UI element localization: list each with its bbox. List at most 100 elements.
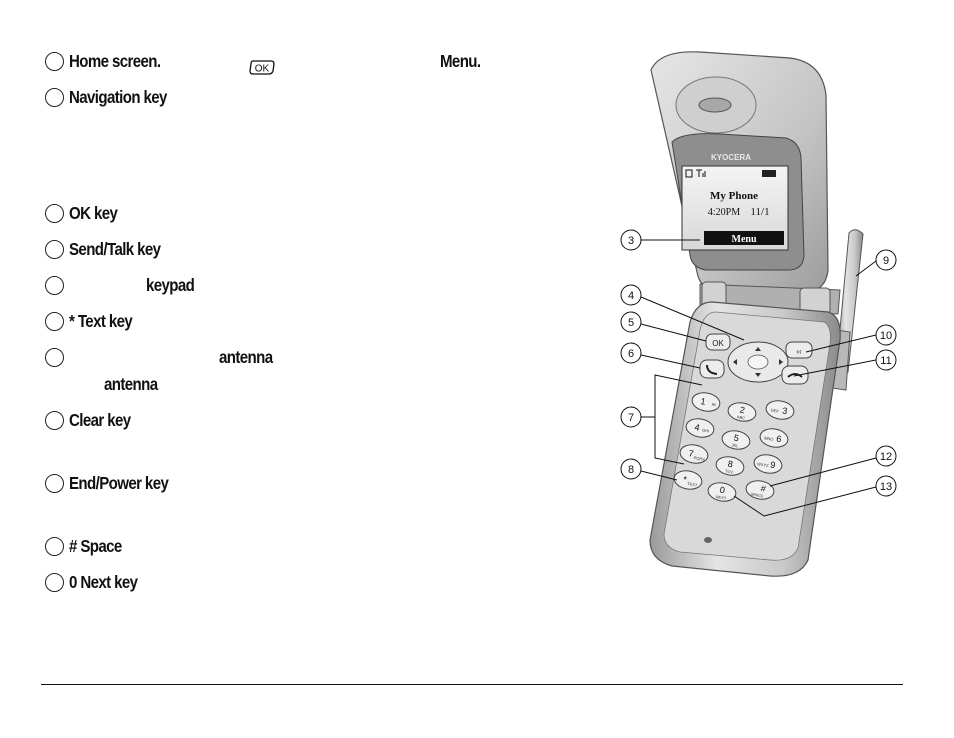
callout-3: 3 — [620, 229, 642, 251]
item-keypad — [45, 274, 69, 296]
callout-11: 11 — [875, 349, 897, 371]
antenna-label-line2: antenna — [104, 374, 158, 394]
svg-text:MNO: MNO — [764, 435, 774, 442]
svg-text:3: 3 — [628, 235, 634, 247]
callouts: 3 4 5 6 7 8 9 10 11 12 13 — [620, 229, 897, 497]
antenna-label: antenna — [219, 347, 273, 367]
callout-leaders — [640, 239, 877, 517]
svg-text:7: 7 — [688, 448, 695, 459]
item-label: Clear key — [69, 409, 131, 430]
ok-key-icon: OK — [249, 60, 275, 75]
callout-8: 8 — [620, 458, 642, 480]
item-home-screen: Home screen. — [45, 50, 175, 72]
svg-text:10: 10 — [880, 330, 892, 342]
battery-icon — [762, 170, 776, 177]
callout-5: 5 — [620, 311, 642, 333]
svg-text:TEXT: TEXT — [687, 481, 698, 488]
bullet-circle — [45, 203, 64, 223]
svg-text:PQRS: PQRS — [693, 455, 705, 462]
svg-text:8: 8 — [628, 464, 634, 476]
item-label: Home screen. — [69, 50, 161, 71]
svg-text:*: * — [682, 474, 688, 485]
svg-text:‹‹: ‹‹ — [796, 347, 802, 356]
item-label: OK key — [69, 202, 118, 223]
svg-text:WXYZ: WXYZ — [757, 461, 770, 468]
bullet-circle — [45, 473, 64, 493]
bullet-circle — [45, 239, 64, 259]
callout-7: 7 — [620, 406, 642, 428]
status-icon — [685, 169, 693, 178]
screen-title: My Phone — [710, 190, 758, 202]
svg-text:0: 0 — [719, 485, 726, 496]
item-label: * Text key — [69, 310, 133, 331]
svg-text:5: 5 — [628, 317, 634, 329]
item-label: Navigation key — [69, 86, 167, 107]
svg-text:JKL: JKL — [731, 442, 739, 448]
item-navigation-key: Navigation key — [45, 86, 183, 108]
svg-text:12: 12 — [880, 451, 892, 463]
ok-key — [705, 333, 731, 351]
callout-12: 12 — [875, 445, 897, 467]
bullet-circle — [45, 51, 64, 71]
screen-time: 4:20PM — [708, 207, 740, 218]
item-ok-key: OK key — [45, 202, 125, 224]
svg-text:ABC: ABC — [737, 414, 746, 420]
callout-9: 9 — [875, 249, 897, 271]
item-text-key: * Text key — [45, 310, 142, 332]
callout-13: 13 — [875, 475, 897, 497]
svg-text:6: 6 — [628, 348, 634, 360]
signal-icon — [696, 169, 706, 177]
svg-text:8: 8 — [727, 459, 734, 470]
softkey-menu: Menu — [732, 234, 757, 245]
item-antenna — [45, 346, 69, 368]
item-end-power-key: End/Power key — [45, 472, 184, 494]
svg-text:7: 7 — [628, 412, 634, 424]
item-label: End/Power key — [69, 472, 169, 493]
clear-key — [785, 341, 813, 359]
svg-text:9: 9 — [770, 460, 777, 471]
svg-text:3: 3 — [782, 406, 789, 417]
svg-text:5: 5 — [733, 433, 740, 444]
svg-text:NEXT: NEXT — [715, 494, 727, 501]
svg-text:4: 4 — [628, 290, 634, 302]
svg-text:TUV: TUV — [725, 468, 734, 474]
microphone — [704, 537, 712, 543]
svg-text:9: 9 — [883, 255, 889, 267]
svg-text:11: 11 — [880, 355, 891, 367]
svg-text:#: # — [760, 483, 767, 494]
bullet-circle — [45, 572, 64, 592]
item-label: 0 Next key — [69, 571, 138, 592]
bullet-circle — [45, 410, 64, 430]
item-clear-key: Clear key — [45, 409, 141, 431]
footer-rule — [41, 684, 903, 685]
svg-text:DEF: DEF — [770, 407, 779, 413]
keypad-label: keypad — [146, 275, 195, 295]
menu-label: Menu. — [440, 51, 481, 71]
svg-text:2: 2 — [739, 405, 746, 416]
svg-text:SPACE: SPACE — [750, 491, 764, 498]
item-space-key: # Space — [45, 535, 130, 557]
bullet-circle — [45, 275, 64, 295]
phone-illustration: KYOCERA My Phone 4:20PM 11/1 Menu OK ‹‹ … — [620, 51, 897, 577]
bullet-circle — [45, 311, 64, 331]
svg-text:GHI: GHI — [702, 427, 710, 433]
item-send-talk-key: Send/Talk key — [45, 238, 175, 260]
item-next-key: 0 Next key — [45, 571, 149, 593]
svg-text:13: 13 — [880, 481, 892, 493]
bullet-circle — [45, 87, 64, 107]
svg-text:6: 6 — [776, 434, 783, 445]
callout-4: 4 — [620, 284, 642, 306]
item-label: Send/Talk key — [69, 238, 161, 259]
callout-10: 10 — [875, 324, 897, 346]
ok-icon-text: OK — [255, 64, 270, 75]
brand-logo: KYOCERA — [711, 153, 751, 162]
svg-text:1: 1 — [700, 396, 707, 407]
send-talk-key — [699, 359, 725, 379]
svg-text:4: 4 — [694, 422, 701, 433]
bullet-circle — [45, 347, 64, 367]
ok-key-label: OK — [712, 339, 724, 348]
item-label: # Space — [69, 535, 122, 556]
bullet-circle — [45, 536, 64, 556]
softkey-bar — [704, 231, 784, 245]
